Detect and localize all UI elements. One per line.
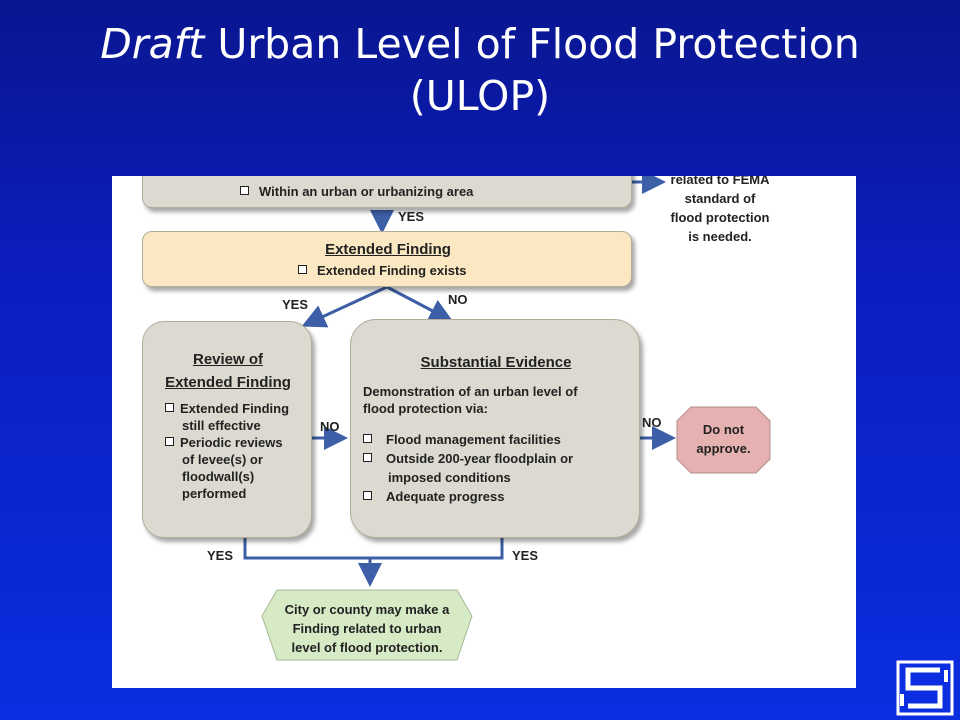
- substantial-item-1: Flood management facilities: [363, 430, 573, 449]
- do-not-approve-text: Do not approve.: [696, 422, 751, 456]
- substantial-evidence-title: Substantial Evidence: [420, 354, 572, 371]
- flowchart-figure: Within an urban or urbanizing area relat…: [112, 176, 856, 688]
- review-box: Review of Extended Finding Extended Find…: [142, 321, 312, 538]
- yes-label-left: YES: [282, 297, 309, 312]
- review-item-1: Extended Finding: [165, 400, 289, 417]
- checkbox-icon: [165, 437, 174, 446]
- urban-area-box: Within an urban or urbanizing area: [142, 176, 632, 208]
- substantial-item-3: Adequate progress: [363, 487, 573, 506]
- title-italic: Draft: [100, 20, 205, 68]
- yes-label-bottom-right: YES: [512, 548, 539, 563]
- checkbox-icon: [298, 265, 307, 274]
- extended-finding-item: Extended Finding exists: [298, 263, 467, 278]
- extended-finding-title: Extended Finding: [325, 241, 451, 258]
- review-title: Review of Extended Finding: [165, 351, 291, 391]
- checkbox-icon: [165, 403, 174, 412]
- title-main: Urban Level of Flood Protection: [204, 20, 860, 68]
- stop-octagon: [676, 406, 771, 474]
- flowchart-arrows: [243, 176, 771, 661]
- checkbox-icon: [363, 434, 372, 443]
- substantial-items: Flood management facilities Outside 200-…: [363, 430, 573, 506]
- checkbox-icon: [363, 453, 372, 462]
- company-logo-icon: [896, 660, 954, 716]
- arrow-extended-to-substantial: [386, 285, 454, 322]
- no-label-substantial: NO: [642, 415, 662, 430]
- substantial-item-2: Outside 200-year floodplain or: [363, 449, 573, 468]
- substantial-intro: Demonstration of an urban level of flood…: [363, 384, 578, 416]
- merge-line: [243, 538, 504, 560]
- no-label-review: NO: [320, 419, 340, 434]
- slide-title: Draft Urban Level of Flood Protection (U…: [0, 18, 960, 122]
- title-line-2: (ULOP): [409, 72, 551, 120]
- title-line-1: Draft Urban Level of Flood Protection: [0, 18, 960, 70]
- checkbox-icon: [240, 186, 249, 195]
- checkbox-icon: [363, 491, 372, 500]
- yes-label-bottom-left: YES: [207, 548, 234, 563]
- arrow-extended-to-review: [301, 285, 388, 328]
- no-label-mid: NO: [448, 292, 468, 307]
- urban-area-item: Within an urban or urbanizing area: [240, 184, 473, 199]
- substantial-evidence-box: Substantial Evidence Demonstration of an…: [350, 319, 640, 538]
- extended-finding-box: Extended Finding Extended Finding exists: [142, 231, 632, 287]
- yes-label-top: YES: [398, 209, 425, 224]
- fema-note: related to FEMA standard of flood protec…: [670, 176, 770, 244]
- final-finding-text: City or county may make a Finding relate…: [284, 602, 450, 655]
- review-items: Extended Finding still effective Periodi…: [165, 400, 289, 502]
- review-item-2: Periodic reviews: [165, 434, 289, 451]
- final-box-shape: [261, 589, 473, 661]
